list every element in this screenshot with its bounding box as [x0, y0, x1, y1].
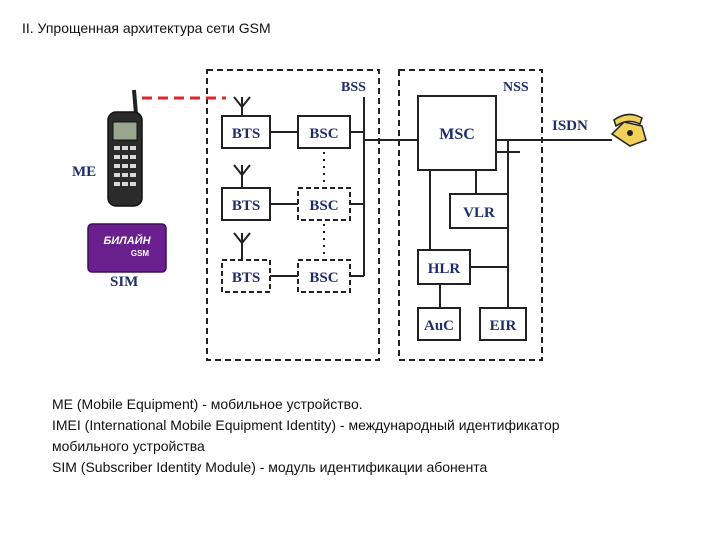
bts-node-3	[221, 259, 271, 293]
legend-line: IMEI (International Mobile Equipment Ide…	[52, 417, 560, 433]
auc-node	[417, 307, 461, 341]
bsc-node-2-label: BSC	[309, 198, 338, 214]
isdn-label: ISDN	[552, 118, 588, 134]
me-label: ME	[72, 164, 96, 180]
bts-node-1	[221, 115, 271, 149]
sim-brand-text: БИЛАЙН	[103, 234, 151, 247]
auc-node-label: AuС	[424, 318, 454, 334]
bss-label: BSS	[341, 80, 366, 95]
legend-line: мобильного устройства	[52, 438, 205, 454]
page-title: II. Упрощенная архитектура сети GSM	[22, 20, 271, 36]
msc-node	[417, 95, 497, 171]
mobile-phone-icon	[107, 89, 143, 207]
bts-node-2	[221, 187, 271, 221]
nss-label: NSS	[503, 80, 529, 95]
telephone-icon	[610, 113, 647, 147]
bsc-node-3-label: BSC	[309, 270, 338, 286]
antenna-icon	[233, 96, 251, 116]
sim-card-icon	[87, 223, 167, 273]
legend-line: ME (Mobile Equipment) - мобильное устрой…	[52, 396, 363, 412]
bsc-node-3	[297, 259, 351, 293]
bss-group	[206, 69, 380, 361]
antenna-icon	[233, 164, 251, 188]
vlr-node	[449, 193, 509, 229]
eir-node-label: EIR	[490, 318, 517, 334]
legend: ME (Mobile Equipment) - мобильное устрой…	[52, 394, 560, 478]
sim-label: SIM	[110, 274, 138, 290]
nss-group	[398, 69, 543, 361]
bsc-node-1	[297, 115, 351, 149]
msc-node-label: MSC	[439, 126, 475, 143]
bsc-node-1-label: BSC	[309, 126, 338, 142]
hlr-node	[417, 249, 471, 285]
bts-node-2-label: BTS	[232, 198, 260, 214]
eir-node	[479, 307, 527, 341]
bts-node-1-label: BTS	[232, 126, 260, 142]
bsc-node-2	[297, 187, 351, 221]
hlr-node-label: HLR	[428, 261, 461, 277]
antenna-icon	[233, 232, 251, 260]
vlr-node-label: VLR	[463, 205, 495, 221]
legend-line: SIM (Subscriber Identity Module) - модул…	[52, 459, 488, 475]
sim-sub-text: GSM	[131, 249, 150, 258]
bts-node-3-label: BTS	[232, 270, 260, 286]
